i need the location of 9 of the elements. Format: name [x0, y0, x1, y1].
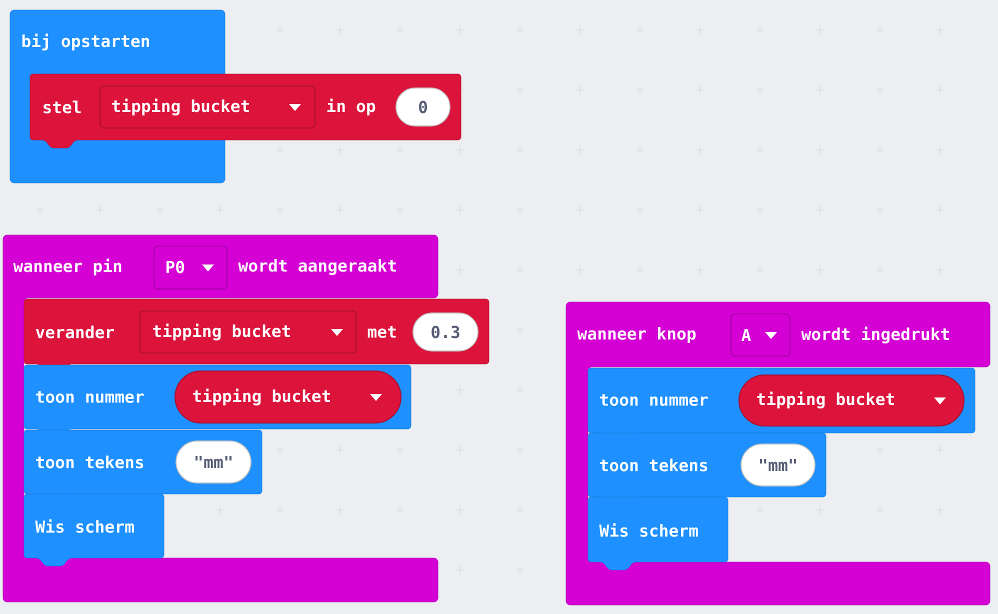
variable-dropdown: tipping bucket — [100, 86, 316, 128]
statement-block: Wis scherm — [588, 496, 728, 570]
variable-dropdown: A — [730, 314, 790, 356]
variable-reporter: tipping bucket — [174, 370, 402, 424]
variable-reporter: tipping bucket — [738, 374, 964, 426]
variable-dropdown: P0 — [154, 246, 228, 290]
variable-dropdown: tipping bucket — [140, 310, 356, 354]
value-field: 0 — [396, 88, 450, 126]
statement-block: Wis scherm — [24, 494, 164, 566]
